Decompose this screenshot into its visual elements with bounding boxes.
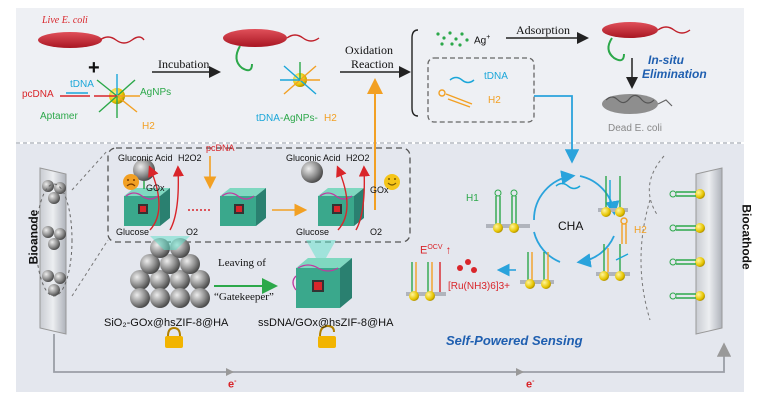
ag-ion-dots [436,31,469,47]
biocathode-label: Biocathode [739,204,754,270]
cha-label: CHA [558,219,584,233]
dead-ecoli-label: Dead E. coli [608,123,662,134]
biocathode-electrode [669,167,723,335]
unlocked-padlock-icon [318,324,336,348]
bioanode-electrode [35,167,73,335]
aptamer-label: Aptamer [40,111,78,122]
ru-duplex-electrode [406,262,446,301]
blue-down-arrow [534,95,580,164]
gox-label-1: GOx [146,183,165,193]
adsorption-label: Adsorption [516,23,570,37]
o2-label-2: O2 [370,227,383,237]
electron-circuit [53,334,732,373]
h2o2-label-2: H2O2 [346,153,370,163]
live-ecoli-label: Live E. coli [42,15,88,26]
complex-tdna-label: tDNA [256,113,280,124]
plus-sign: + [88,57,100,79]
h2-cycle-label: H2 [634,225,647,236]
dead-ecoli-icon [602,94,673,114]
cha-arc-3 [576,235,615,268]
glucose-label-1: Glucose [116,227,150,237]
ru-complex-dots [457,259,477,273]
glucose-label-2: Glucose [296,227,330,237]
ssdna-zif-cube [292,258,352,308]
tdna-agnp-h2-complex-icon [280,62,320,95]
sad-face-icon [123,174,139,190]
ag-ion-label: Ag+ [474,34,491,47]
h1-h2-duplex [520,252,554,289]
reaction-inset-box [107,147,411,243]
bound-ecoli-icon [223,29,320,72]
sio2-gatekeeper-assembly [130,238,210,308]
h2-label: H2 [142,121,155,132]
leaving-label-1: Leaving of [218,257,266,269]
gluconic-acid-label-1: Gluconic Acid [118,153,173,163]
agnp-probe-icon [60,74,140,118]
box-h2-label: H2 [488,95,501,106]
pcdna-label: pcDNA [22,89,54,100]
incubation-label: Incubation [158,57,210,71]
h1-tdna-duplex [598,176,628,217]
h1-hairpins [486,189,530,233]
live-ecoli-icon [38,32,145,48]
box-tdna-label: tDNA [484,71,508,82]
complex-h2-label: H2 [324,113,337,124]
agnps-label: AgNPs [140,87,172,98]
right-material-label: ssDNA/GOx@hsZIF-8@HA [258,317,394,329]
oxidation-label-2: Reaction [351,57,394,71]
h1-label: H1 [466,193,479,204]
locked-padlock-icon [165,326,183,348]
cha-arc-1 [533,170,576,221]
insitu-label-2: Elimination [642,67,707,81]
leaving-label-2: “Gatekeeper” [214,291,274,303]
complex-agnps-label: -AgNPs- [280,113,318,124]
cha-arc-4 [533,231,561,263]
h2-hairpin-icon [438,89,473,108]
eocv-label: EOCV ↑ [420,244,452,257]
cha-arc-2 [579,175,620,216]
tdna-label: tDNA [70,79,94,90]
zif-cube-middle [220,188,266,226]
gluconic-acid-label-2: Gluconic Acid [286,153,341,163]
pcdna-mid-label: pcDNA [206,143,235,153]
h1-h2-intermediate [596,244,630,281]
self-powered-label: Self-Powered Sensing [446,333,583,348]
electron-label-right: e- [526,378,535,391]
o2-label-1: O2 [186,227,199,237]
left-material-label: SiO₂-GOx@hsZIF-8@HA [104,317,229,329]
happy-face-icon [384,174,400,190]
bioanode-label: Bioanode [26,209,41,265]
h2-hairpin-cycle [620,217,628,244]
h2o2-label-1: H2O2 [178,153,202,163]
product-bracket [411,29,419,117]
insitu-label-1: In-situ [648,53,684,67]
live-ecoli-bound-icon [602,22,691,62]
oxidation-label-1: Oxidation [345,43,393,57]
electron-label-left: e- [228,378,237,391]
gox-label-2: GOx [370,185,389,195]
ruthenium-label: [Ru(NH3)6]3+ [448,281,510,292]
released-strands-box [427,57,535,123]
